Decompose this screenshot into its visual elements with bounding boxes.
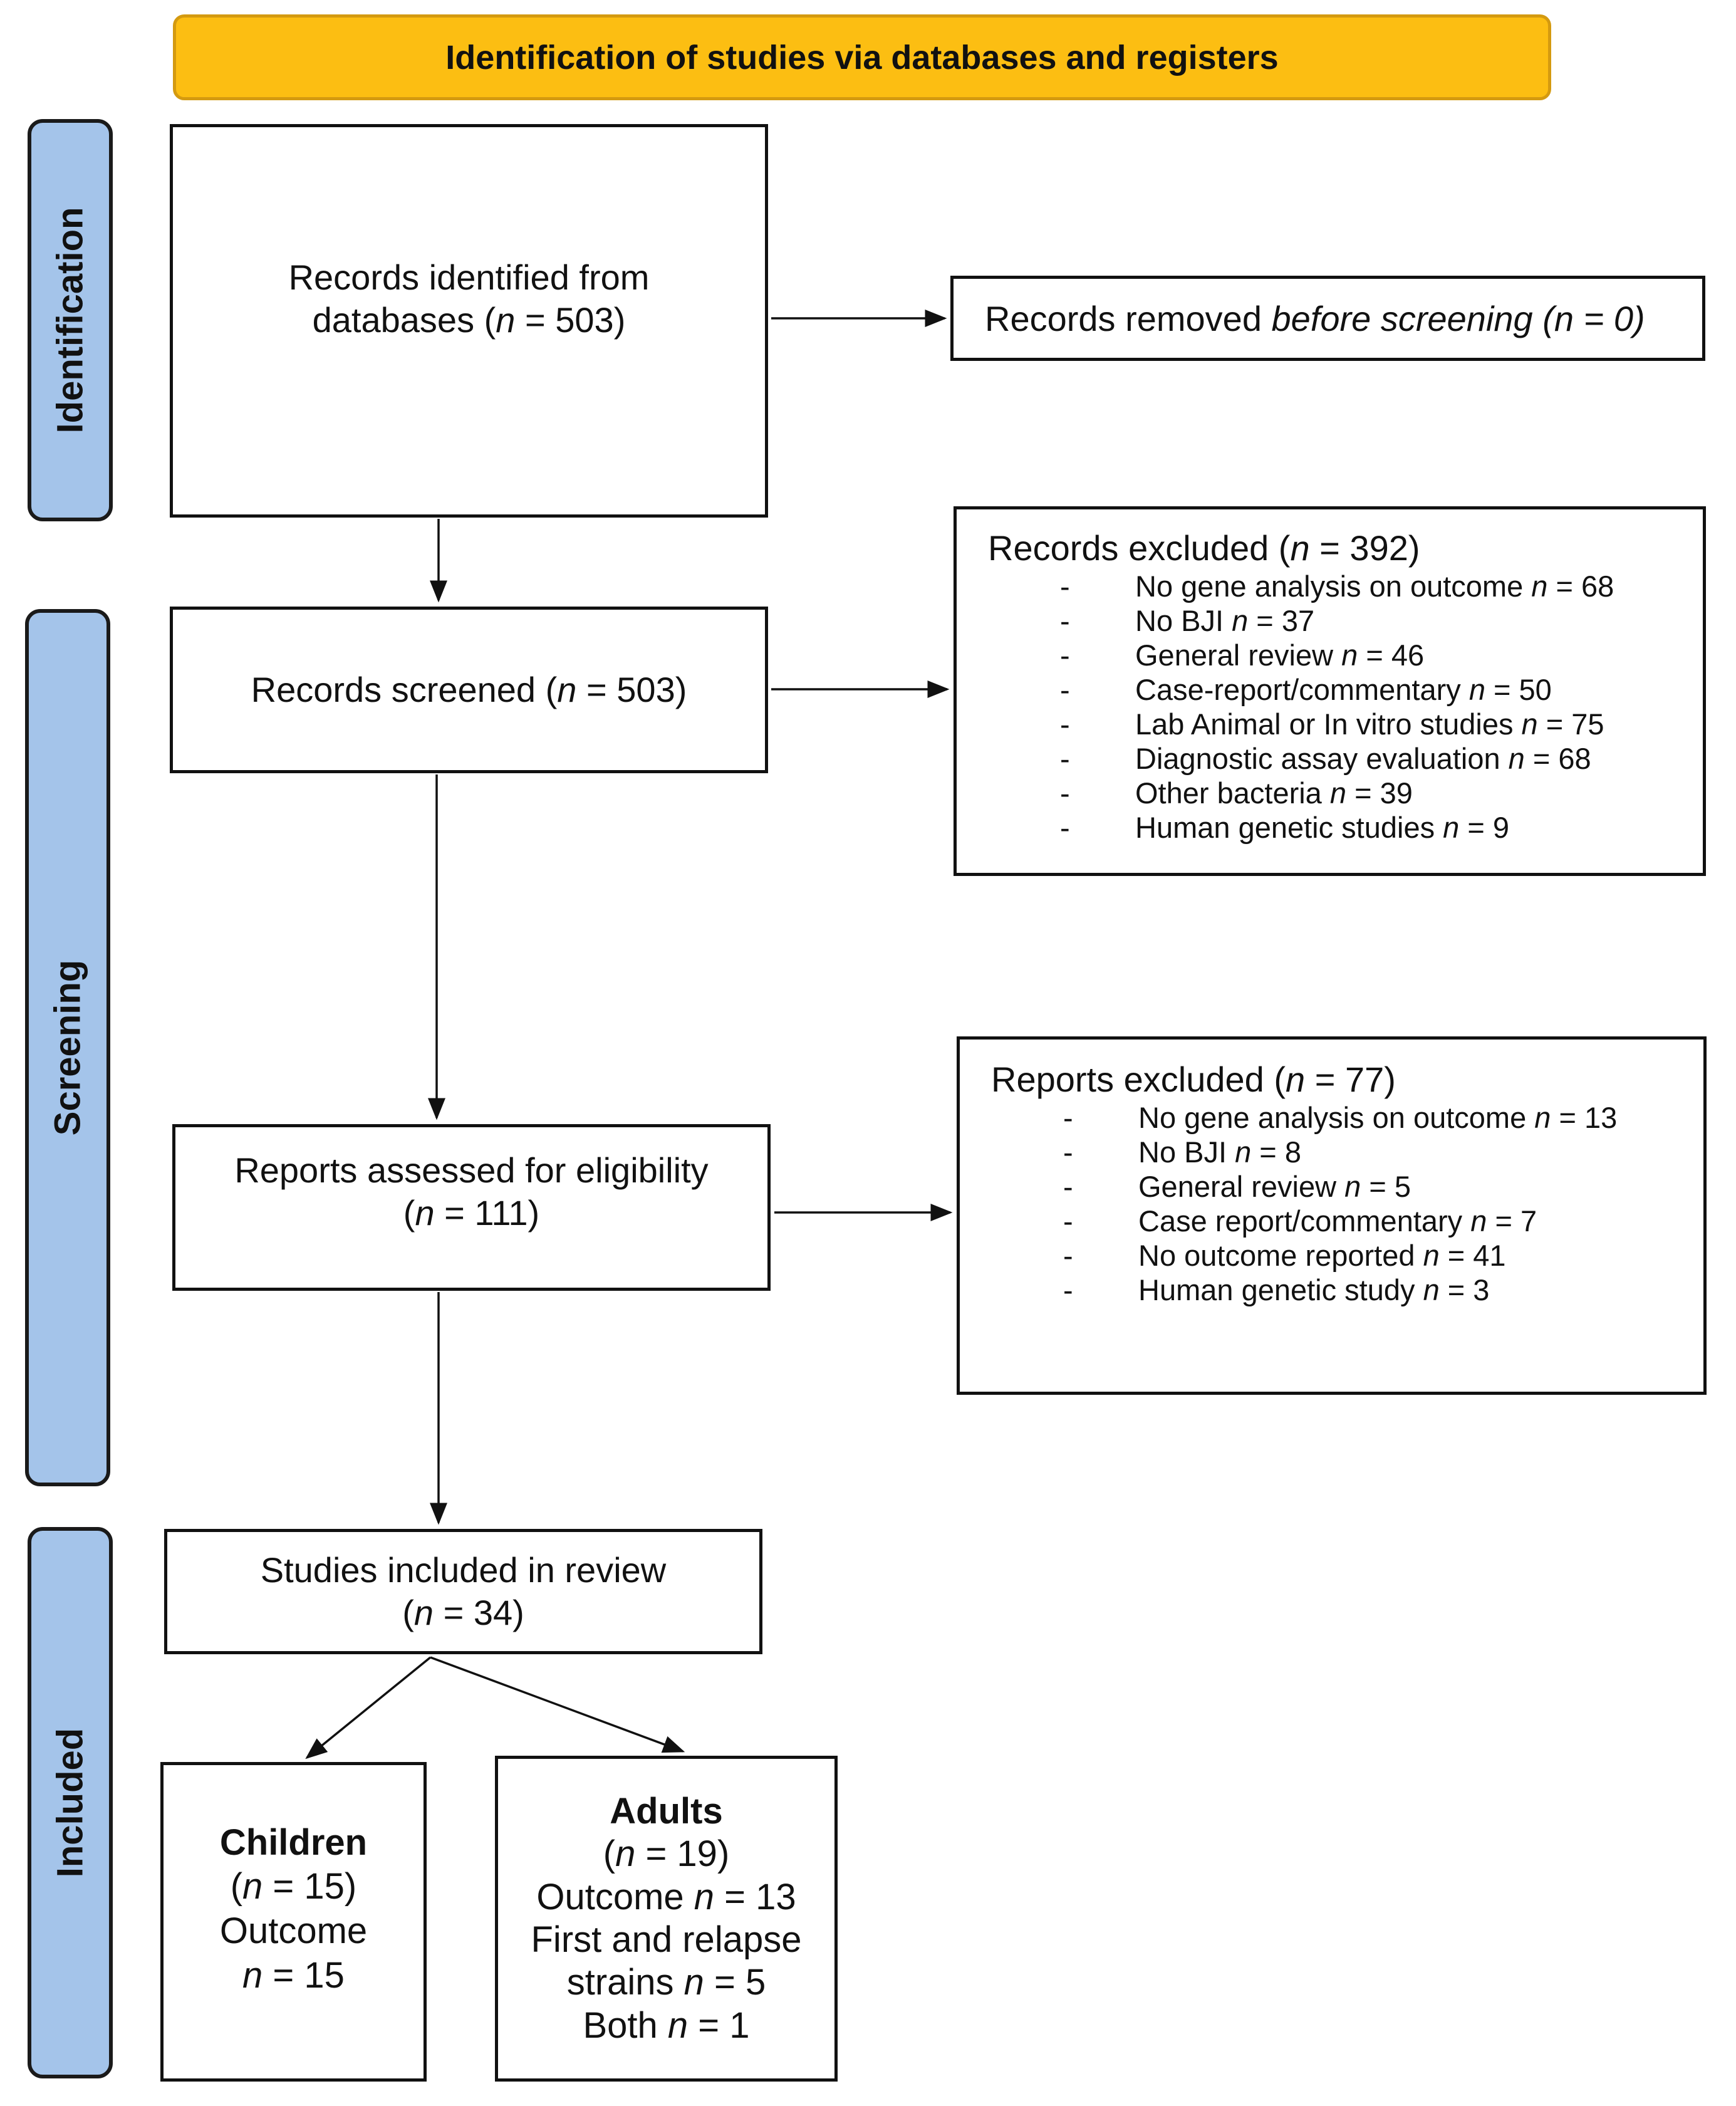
list-item: No BJI n = 37 (988, 603, 1703, 638)
children-outcome-count: n = 15 (242, 1954, 345, 1996)
adults-count: (n = 19) (603, 1833, 730, 1875)
records-screened-text: Records screened (n = 503) (251, 669, 687, 709)
list-item: Case-report/commentary n = 50 (988, 672, 1703, 707)
list-item: No gene analysis on outcome n = 13 (991, 1100, 1703, 1135)
list-item: Human genetic study n = 3 (991, 1273, 1703, 1307)
children-count: (n = 15) (230, 1866, 357, 1907)
header-title: Identification of studies via databases … (445, 38, 1279, 76)
list-item: General review n = 5 (991, 1169, 1703, 1204)
eligibility-line1: Reports assessed for eligibility (234, 1150, 709, 1190)
children-box: Children (n = 15) Outcome n = 15 (160, 1762, 427, 2082)
studies-included-box: Studies included in review (n = 34) (164, 1529, 762, 1654)
records-identified-line1: Records identified from (288, 257, 650, 297)
arrow-included-to-adults (430, 1656, 685, 1753)
list-item: No BJI n = 8 (991, 1135, 1703, 1169)
adults-outcome: Outcome n = 13 (536, 1876, 796, 1917)
list-item: Case report/commentary n = 7 (991, 1204, 1703, 1238)
records-excluded-box: Records excluded (n = 392) No gene analy… (954, 506, 1706, 876)
arrow-included-to-children (305, 1656, 432, 1759)
children-outcome-label: Outcome (219, 1911, 368, 1951)
reports-excluded-title: Reports excluded (n = 77) (991, 1060, 1396, 1099)
eligibility-box: Reports assessed for eligibility (n = 11… (172, 1124, 771, 1291)
phase-label-screening: Screening (25, 609, 110, 1486)
list-item: Human genetic studies n = 9 (988, 810, 1703, 845)
reports-excluded-box: Reports excluded (n = 77) No gene analys… (957, 1036, 1707, 1395)
records-excluded-list: No gene analysis on outcome n = 68 No BJ… (988, 569, 1703, 845)
children-title: Children (219, 1822, 368, 1863)
list-item: Other bacteria n = 39 (988, 776, 1703, 810)
studies-included-line1: Studies included in review (260, 1550, 667, 1590)
records-screened-box: Records screened (n = 503) (170, 607, 768, 773)
header-banner: Identification of studies via databases … (173, 14, 1551, 100)
list-item: Lab Animal or In vitro studies n = 75 (988, 707, 1703, 741)
records-removed-text: Records removed before screening (n = 0) (985, 298, 1645, 338)
list-item: No outcome reported n = 41 (991, 1238, 1703, 1273)
records-identified-line2: databases (n = 503) (312, 300, 626, 340)
adults-relapse-line2: strains n = 5 (566, 1962, 766, 2003)
phase-label-identification: Identification (28, 119, 113, 521)
adults-box: Adults (n = 19) Outcome n = 13 First and… (495, 1756, 838, 2082)
list-item: No gene analysis on outcome n = 68 (988, 569, 1703, 603)
phase-label-included: Included (28, 1527, 113, 2078)
adults-title: Adults (610, 1790, 723, 1832)
records-excluded-title: Records excluded (n = 392) (988, 528, 1420, 568)
adults-both: Both n = 1 (583, 2004, 750, 2046)
records-identified-box: Records identified from databases (n = 5… (170, 124, 768, 518)
list-item: General review n = 46 (988, 638, 1703, 672)
reports-excluded-list: No gene analysis on outcome n = 13 No BJ… (991, 1100, 1703, 1307)
adults-relapse-line1: First and relapse (531, 1919, 802, 1960)
studies-included-line2: (n = 34) (402, 1593, 524, 1632)
records-removed-box: Records removed before screening (n = 0) (950, 276, 1705, 361)
eligibility-line2: (n = 111) (403, 1193, 540, 1233)
list-item: Diagnostic assay evaluation n = 68 (988, 741, 1703, 776)
